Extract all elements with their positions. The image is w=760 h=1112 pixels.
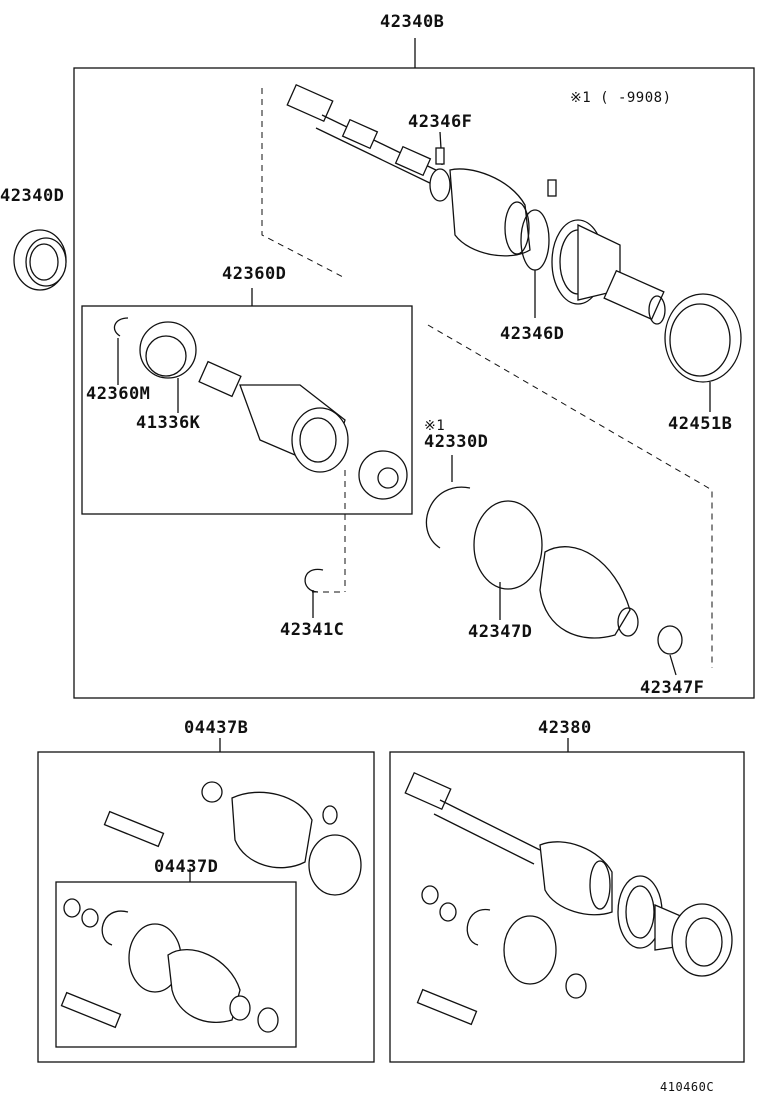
label-42340D: 42340D (0, 186, 65, 206)
label-42451B: 42451B (668, 414, 733, 434)
label-42346F: 42346F (408, 112, 473, 132)
label-note-ref: ※1 (424, 418, 446, 434)
drive-shaft-main (286, 83, 666, 325)
label-42380: 42380 (538, 718, 592, 738)
figure-code: 410460C (660, 1080, 715, 1094)
label-note-range: ※1 ( -9908) (570, 90, 672, 106)
shaft-assy-parts (404, 771, 733, 1026)
frame-boot-kit-inner (55, 881, 297, 1048)
frame-main (73, 67, 755, 699)
label-42360D: 42360D (222, 264, 287, 284)
label-42330D: 42330D (424, 432, 489, 452)
label-41336K: 41336K (136, 413, 201, 433)
label-04437D: 04437D (154, 857, 219, 877)
boot-kit-parts (60, 781, 362, 1033)
frame-inner-joint (81, 305, 413, 515)
label-42347F: 42347F (640, 678, 705, 698)
label-42341C: 42341C (280, 620, 345, 640)
boot-and-rings (304, 486, 683, 655)
outer-ring-part (13, 229, 67, 291)
label-04437B: 04437B (184, 718, 249, 738)
dust-seal-part (664, 293, 742, 383)
frame-shaft-assy (389, 751, 745, 1063)
label-42346D: 42346D (500, 324, 565, 344)
inner-joint-parts (113, 317, 408, 500)
label-42360M: 42360M (86, 384, 151, 404)
label-42340B: 42340B (380, 12, 445, 32)
label-42347D: 42347D (468, 622, 533, 642)
frame-boot-kit (37, 751, 375, 1063)
